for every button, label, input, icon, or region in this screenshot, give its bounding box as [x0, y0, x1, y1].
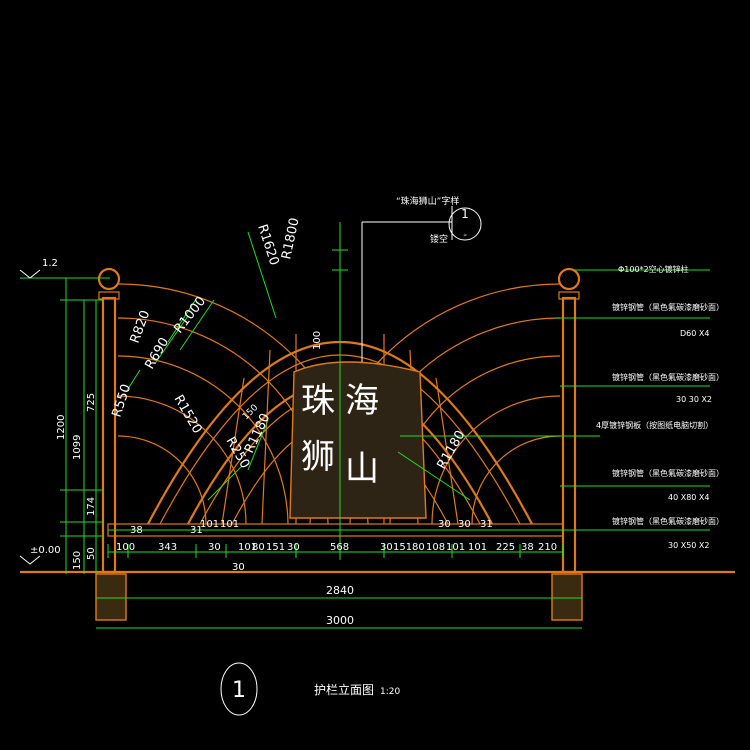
title-number: 1 — [232, 678, 246, 703]
dim-text: 101 — [446, 542, 465, 553]
dim-text: 101 — [468, 542, 487, 553]
dim-text: 30 — [287, 542, 300, 553]
dimension-lines — [19, 206, 710, 629]
dim-text: 30 — [380, 542, 393, 553]
left-dimension-labels: 1200 1099 725 174 50 150 — [56, 393, 97, 570]
dim-text: 30 — [458, 519, 471, 530]
dim-1099: 1099 — [72, 435, 83, 460]
dim-1200: 1200 — [56, 415, 67, 440]
dim-text: 31 — [190, 525, 203, 536]
sign-char-2: 海 — [345, 381, 379, 421]
note-base-size: 30 X50 X2 — [668, 541, 710, 550]
drawing-title: 1 护栏立面图 1:20 — [220, 662, 400, 716]
sign-lettering: 珠 海 狮 山 — [301, 381, 379, 489]
font-label: “珠海狮山”字样 — [396, 195, 459, 207]
dim-725: 725 — [86, 393, 97, 412]
radius-label: R1800 — [279, 217, 302, 261]
title-scale: 1:20 — [380, 687, 400, 697]
right-post-cap — [558, 291, 580, 300]
overall-dim-2840: 2840 — [326, 584, 354, 597]
level-labels: 1.2 ±0.00 — [30, 258, 61, 556]
right-footing — [551, 573, 583, 621]
railing-structure — [20, 267, 735, 621]
right-fan-arc-4 — [431, 395, 561, 525]
left-fan-arc-3 — [117, 355, 289, 525]
dim-150: 150 — [72, 551, 83, 570]
radius-label: R820 — [128, 308, 154, 345]
upper-row-dims: 38 31 101 101 30 30 31 — [130, 519, 493, 536]
overall-dim-3000: 3000 — [326, 614, 354, 627]
spoke — [261, 349, 271, 525]
spoke — [435, 377, 459, 525]
right-fan-arc-5 — [471, 435, 561, 525]
left-post-cap — [98, 291, 120, 300]
dim-text: 100 — [116, 542, 135, 553]
note-base-label: 镀锌钢管（黑色氟碳漆磨砂面） — [612, 516, 724, 526]
left-post-ball — [97, 267, 121, 291]
note-flat-size: 30 30 X2 — [676, 395, 712, 404]
center-dim: 100 — [312, 331, 323, 350]
sign-char-1: 珠 — [301, 381, 335, 421]
note-post: Φ100*2空心镀锌柱 — [618, 264, 689, 274]
left-post — [101, 296, 117, 574]
sign-char-3: 狮 — [301, 437, 335, 477]
right-post — [561, 296, 577, 574]
dim-text: 38 — [521, 542, 534, 553]
dim-text: 30 — [232, 562, 245, 573]
detail-ref-number: 1 — [461, 207, 469, 221]
level-zero: ±0.00 — [30, 545, 61, 556]
dim-text: 108 — [426, 542, 445, 553]
note-plate-label: 4厚镀锌钢板（按图纸电脑切割） — [596, 420, 713, 430]
left-footing — [95, 573, 127, 621]
dim-text: 38 — [130, 525, 143, 536]
note-pipe-size: D60 X4 — [680, 329, 709, 338]
left-fan-arc-4 — [117, 395, 247, 525]
dim-text: 151 — [266, 542, 285, 553]
title-text: 护栏立面图 — [314, 682, 374, 697]
detail-ref-mark: - — [463, 230, 467, 241]
title-number-circle — [220, 662, 258, 716]
right-post-ball — [557, 267, 581, 291]
dim-text: 151 — [393, 542, 412, 553]
bottom-dims: 100 343 30 101 80 151 30 568 30 151 80 1… — [116, 542, 557, 627]
dim-text: 210 — [538, 542, 557, 553]
sign-plate — [289, 361, 427, 519]
dim-text: 101 — [220, 519, 239, 530]
right-notes: Φ100*2空心镀锌柱 镀锌钢管（黑色氟碳漆磨砂面） D60 X4 镀锌钢管（黑… — [596, 264, 724, 550]
hollow-label: 镂空 — [430, 233, 448, 245]
note-frame-size: 40 X80 X4 — [668, 493, 710, 502]
dim-50: 50 — [86, 547, 97, 560]
radius-label: R550 — [110, 382, 135, 419]
note-frame-label: 镀锌钢管（黑色氟碳漆磨砂面） — [612, 468, 724, 478]
level-top: 1.2 — [42, 258, 58, 269]
dim-text: 30 — [438, 519, 451, 530]
note-pipe-label: 镀锌钢管（黑色氟碳漆磨砂面） — [612, 302, 724, 312]
dim-174: 174 — [86, 497, 97, 516]
sign-char-4: 山 — [345, 449, 379, 489]
dim-text: 568 — [330, 542, 349, 553]
radius-label: R1520 — [171, 393, 205, 437]
top-callout: “珠海狮山”字样 镂空 1 - — [396, 195, 482, 245]
radius-label: R1620 — [254, 223, 281, 268]
dim-text: 31 — [480, 519, 493, 530]
dim-text: 80 — [412, 542, 425, 553]
dim-text: 101 — [200, 519, 219, 530]
dim-text: 101 — [238, 542, 257, 553]
note-flat-label: 镀锌钢管（黑色氟碳漆磨砂面） — [612, 372, 724, 382]
radius-label: R690 — [142, 335, 172, 372]
dim-text: 80 — [252, 542, 265, 553]
spoke — [221, 377, 245, 525]
dim-text: 225 — [496, 542, 515, 553]
radius-label: R1180 — [434, 428, 468, 472]
left-fan-arc-5 — [117, 435, 207, 525]
detail-ref-circle — [448, 207, 482, 241]
dim-text: 343 — [158, 542, 177, 553]
dim-text: 30 — [208, 542, 221, 553]
